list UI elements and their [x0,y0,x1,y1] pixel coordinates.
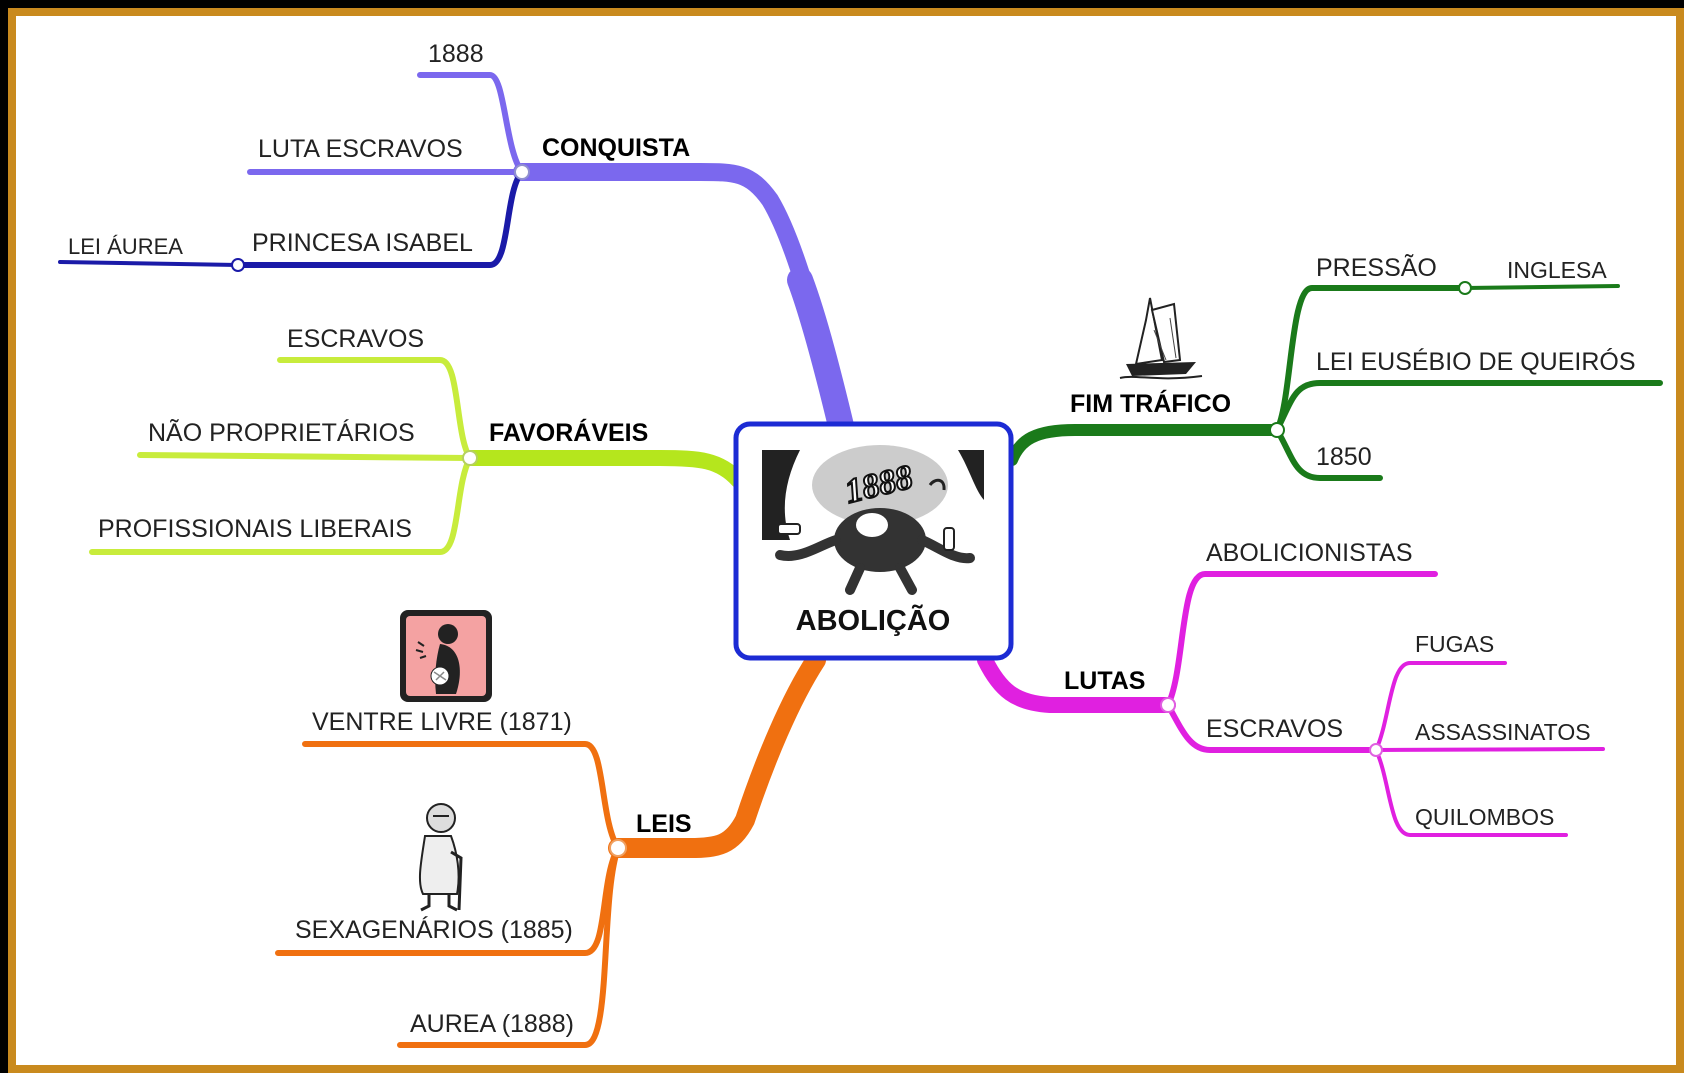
label-1850[interactable]: 1850 [1316,443,1372,471]
label-escravos-fav[interactable]: ESCRAVOS [287,325,424,353]
label-sexagenarios[interactable]: SEXAGENÁRIOS (1885) [295,915,573,944]
branch-lutas: LUTAS ABOLICIONISTAS ESCRAVOS FUGAS ASSA… [977,539,1605,837]
node-dot-escravos-lutas [1369,743,1383,757]
node-dot-favoraveis [462,450,478,466]
branch-leis: LEIS VENTRE LIVRE (1871) SEXAGENÁRIOS (1… [275,610,826,1048]
connector-fim-trafico-trunk [1006,424,1283,466]
label-pressao[interactable]: PRESSÃO [1316,253,1437,282]
connector-lutas-trunk [977,652,1176,713]
elderly-person-icon [418,803,463,912]
node-dot-princesa [231,258,245,272]
node-dot-pressao [1458,281,1472,295]
label-assassinatos[interactable]: ASSASSINATOS [1415,719,1591,745]
label-leis[interactable]: LEIS [636,810,692,838]
celebration-image: 1888 [762,445,984,595]
connector-favoraveis-trunk [462,450,746,488]
label-princesa-isabel[interactable]: PRINCESA ISABEL [252,229,473,257]
label-aurea-1888[interactable]: AUREA (1888) [410,1010,574,1038]
label-quilombos[interactable]: QUILOMBOS [1415,804,1554,830]
node-dot-fim-trafico [1269,422,1285,438]
center-node[interactable]: 1888 ABOLIÇÃO [733,421,1014,661]
label-favoraveis[interactable]: FAVORÁVEIS [489,418,648,447]
label-fim-trafico[interactable]: FIM TRÁFICO [1070,389,1231,418]
node-dot-lutas [1160,697,1176,713]
label-nao-proprietarios[interactable]: NÃO PROPRIETÁRIOS [148,418,415,447]
node-dot-conquista [514,164,530,180]
pregnant-woman-icon [400,610,492,702]
branch-conquista: CONQUISTA 1888 LUTA ESCRAVOS PRINCESA IS… [58,40,855,443]
label-abolicionistas[interactable]: ABOLICIONISTAS [1206,539,1413,567]
connector-leis-trunk [608,650,826,858]
label-1888[interactable]: 1888 [428,40,484,68]
label-lei-eusebio[interactable]: LEI EUSÉBIO DE QUEIRÓS [1316,347,1636,376]
node-dot-leis [609,839,627,857]
sailing-ship-icon [1119,297,1203,380]
branch-favoraveis: FAVORÁVEIS ESCRAVOS NÃO PROPRIETÁRIOS PR… [89,325,746,555]
label-profissionais-liberais[interactable]: PROFISSIONAIS LIBERAIS [98,515,412,543]
connector-conquista-tail [787,267,855,443]
label-ventre-livre[interactable]: VENTRE LIVRE (1871) [312,708,572,736]
label-lutas[interactable]: LUTAS [1064,667,1145,695]
label-fugas[interactable]: FUGAS [1415,631,1494,657]
label-conquista[interactable]: CONQUISTA [542,134,690,162]
label-escravos-lutas[interactable]: ESCRAVOS [1206,715,1343,743]
branch-fim-trafico: FIM TRÁFICO PRESSÃO INGLESA LEI EUSÉBIO … [1006,253,1663,481]
label-inglesa[interactable]: INGLESA [1507,257,1607,283]
label-lei-aurea[interactable]: LEI ÁUREA [68,234,183,259]
center-title: ABOLIÇÃO [796,603,951,637]
label-luta-escravos[interactable]: LUTA ESCRAVOS [258,135,463,163]
